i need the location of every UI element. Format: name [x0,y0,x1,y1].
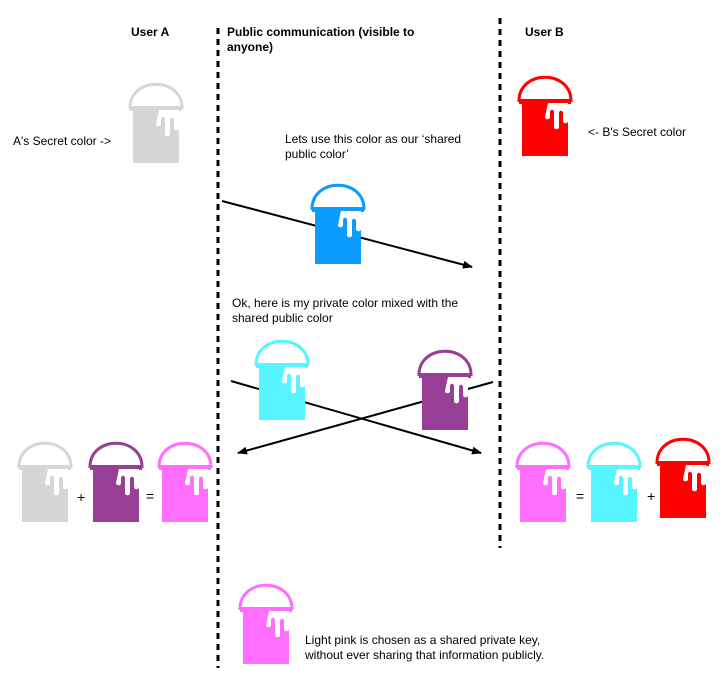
conclusion-label: Light pink is chosen as a shared private… [305,633,545,662]
shared-public-bucket [310,183,366,264]
b-eq-cyan-bucket [586,441,642,522]
a-eq-grey-bucket [17,441,73,522]
a-eq-purple-bucket [88,441,144,522]
a-plus-operator: + [77,489,86,505]
a-secret-label: A's Secret color -> [13,134,111,148]
b-mixed-bucket [417,349,473,430]
shared-public-label: Lets use this color as our ‘shared publi… [285,132,462,161]
b-secret-bucket [517,75,573,156]
b-eq-pink-bucket [515,441,571,522]
b-plus-operator: + [647,488,656,504]
shared-key-bucket [238,583,294,664]
private-mixed-label: Ok, here is my private color mixed with … [232,296,459,325]
b-equals-operator: = [576,488,585,504]
header-user-a: User A [131,25,170,39]
a-mixed-bucket [254,339,310,420]
a-secret-bucket [128,82,184,163]
header-public-communication: Public communication (visible to anyone) [227,25,415,54]
b-secret-label: <- B's Secret color [588,125,686,139]
b-eq-red-bucket [655,437,711,518]
a-eq-pink-bucket [157,441,213,522]
a-equals-operator: = [146,488,155,504]
header-user-b: User B [525,25,564,39]
